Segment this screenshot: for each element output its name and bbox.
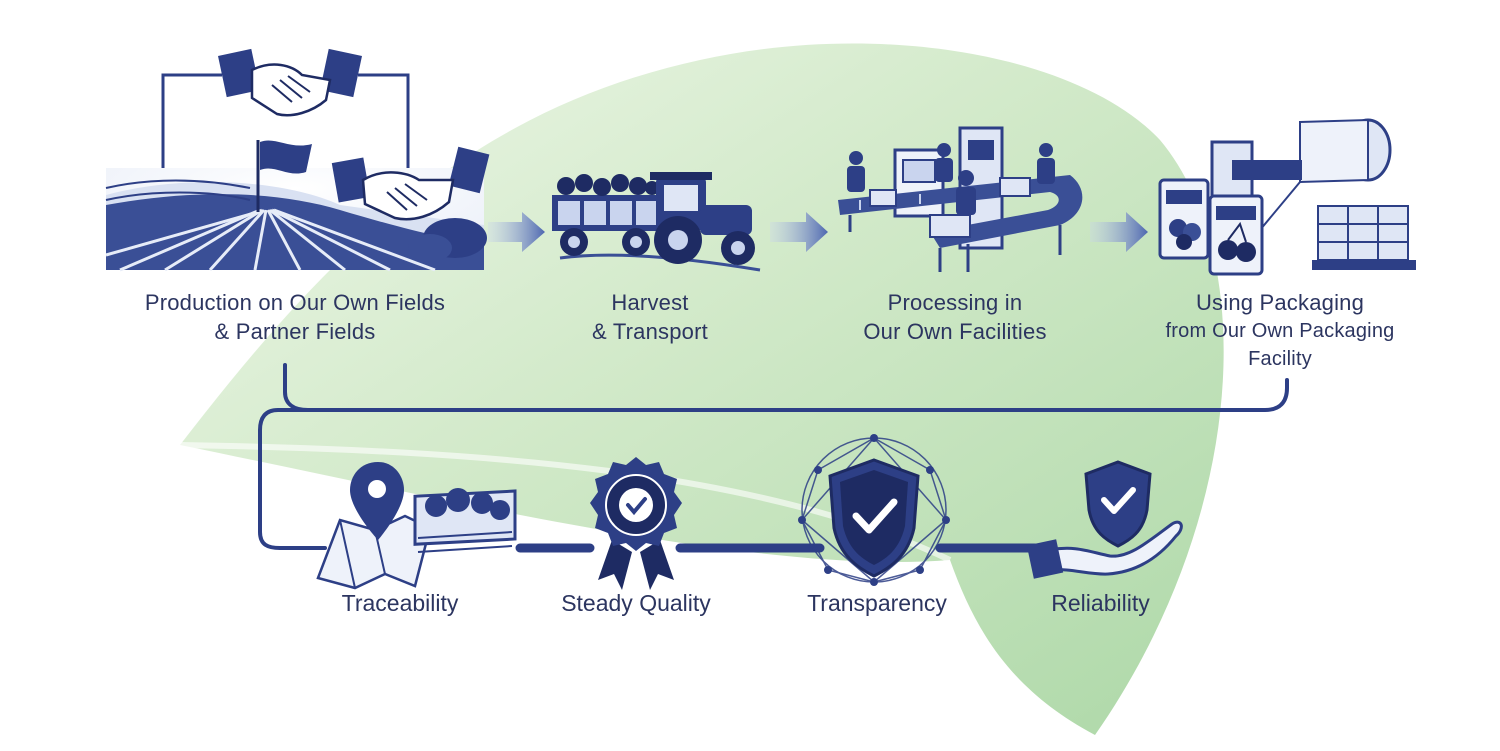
step-label-line: from Our Own Packaging: [1165, 320, 1395, 342]
value-label-reliability: Reliability: [1051, 590, 1150, 616]
step-label-line: Harvest: [611, 290, 689, 315]
quality-badge-icon: [590, 457, 682, 590]
network-shield-icon: [798, 434, 950, 586]
flow-arrow-3: [1090, 212, 1148, 252]
value-label-steady-quality: Steady Quality: [561, 590, 711, 616]
tractor-icon: [552, 172, 761, 272]
background-leaf: [179, 43, 1224, 735]
step-label-line: Processing in: [887, 290, 1023, 315]
value-label-transparency: Transparency: [807, 590, 947, 616]
step-label-line: & Partner Fields: [214, 319, 376, 344]
hand-shield-icon: [1026, 460, 1183, 579]
step-label-production: Production on Our Own Fields & Partner F…: [100, 288, 490, 346]
packaging-icon: [1158, 118, 1416, 276]
connector-line: [258, 363, 1289, 553]
step-label-harvest: Harvest & Transport: [540, 288, 760, 346]
value-label-traceability: Traceability: [341, 590, 459, 616]
step-label-line: & Transport: [592, 319, 708, 344]
step-label-line: Production on Our Own Fields: [144, 290, 446, 315]
step-label-line: Facility: [1248, 348, 1312, 370]
step-label-line: Our Own Facilities: [863, 319, 1047, 344]
flow-arrow-1: [488, 212, 545, 252]
step-label-processing: Processing in Our Own Facilities: [830, 288, 1080, 346]
step-label-line: Using Packaging: [1195, 290, 1365, 315]
step-label-packaging: Using Packaging from Our Own Packaging F…: [1130, 288, 1430, 373]
flow-arrow-2: [770, 212, 828, 252]
map-pin-crate-icon: [316, 462, 517, 590]
fields-handshake-icon: [105, 48, 490, 272]
processing-facility-icon: [838, 126, 1083, 272]
